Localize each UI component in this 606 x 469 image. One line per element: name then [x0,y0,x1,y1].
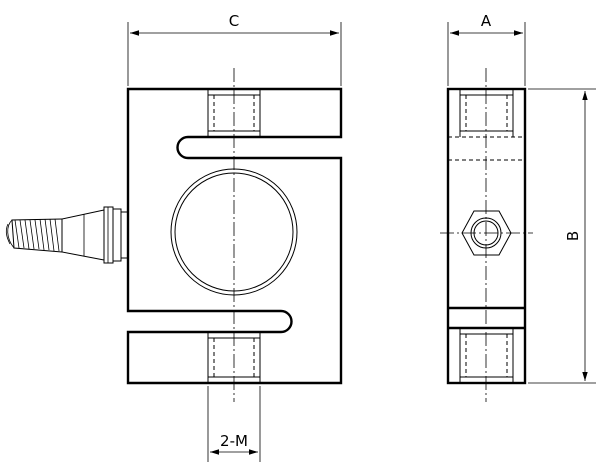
cable-connector [61,206,129,264]
s-body-outline [126,87,343,385]
side-view [440,68,533,402]
dimension-c-label: C [229,12,239,30]
dimension-a: A [447,12,526,86]
dimension-2m: 2-M [207,386,261,462]
side-bottom-thread-hole [459,328,514,383]
dimension-c: C [127,12,342,86]
dimension-b: B [528,88,596,384]
dimension-b-label: B [564,231,582,241]
front-view [5,68,343,402]
dimension-2m-label: 2-M [220,432,248,450]
side-body-outline [446,87,527,385]
side-top-thread-hole [459,89,514,137]
cable-thread [5,218,63,253]
dimension-a-label: A [481,12,492,30]
